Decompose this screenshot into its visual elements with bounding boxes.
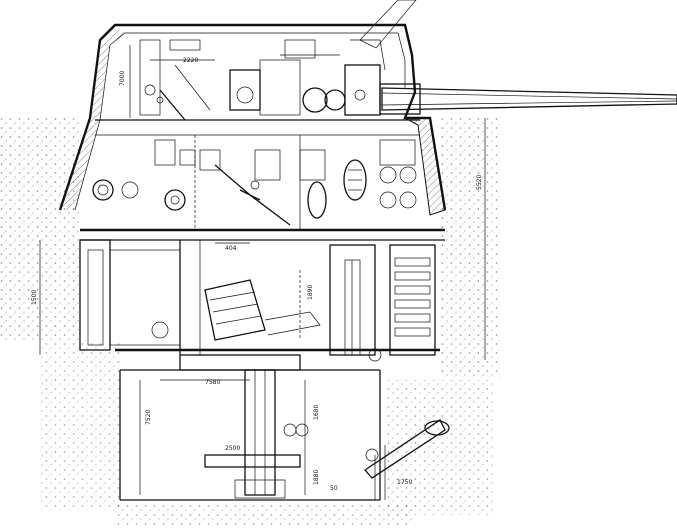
dim-label-1750: 1750 xyxy=(397,479,412,486)
dim-label-50: 50 xyxy=(330,485,338,492)
central-pivot-column xyxy=(204,369,379,499)
dim-label-5520: 5520 xyxy=(476,175,483,190)
shell-rack xyxy=(394,257,431,337)
turret-armour xyxy=(58,23,447,216)
dim-label-7520: 7520 xyxy=(145,410,152,425)
dim-label-2500: 2500 xyxy=(225,445,240,452)
dim-label-1680: 1680 xyxy=(313,405,320,420)
earth-fill-right xyxy=(385,118,500,515)
dim-label-7580: 7580 xyxy=(205,379,220,386)
rear-barrel-elevated xyxy=(359,0,417,49)
earth-fill-bottom xyxy=(115,505,415,525)
dim-label-2220: 2220 xyxy=(183,57,198,64)
auxiliary-hoist-mechanism xyxy=(364,419,450,500)
turret-interior-upper xyxy=(95,39,420,136)
dim-label-1880: 1880 xyxy=(313,470,320,485)
dim-label-404: 404 xyxy=(225,245,237,252)
dimension-lines xyxy=(39,45,486,495)
dim-label-1890: 1890 xyxy=(307,285,314,300)
turret-interior-middle xyxy=(80,135,445,241)
dim-label-7000: 7000 xyxy=(119,71,126,86)
dim-label-1500: 1500 xyxy=(31,290,38,305)
earth-fill-left xyxy=(0,118,120,510)
lower-chamber xyxy=(79,239,436,362)
gun-barrel xyxy=(379,83,677,115)
